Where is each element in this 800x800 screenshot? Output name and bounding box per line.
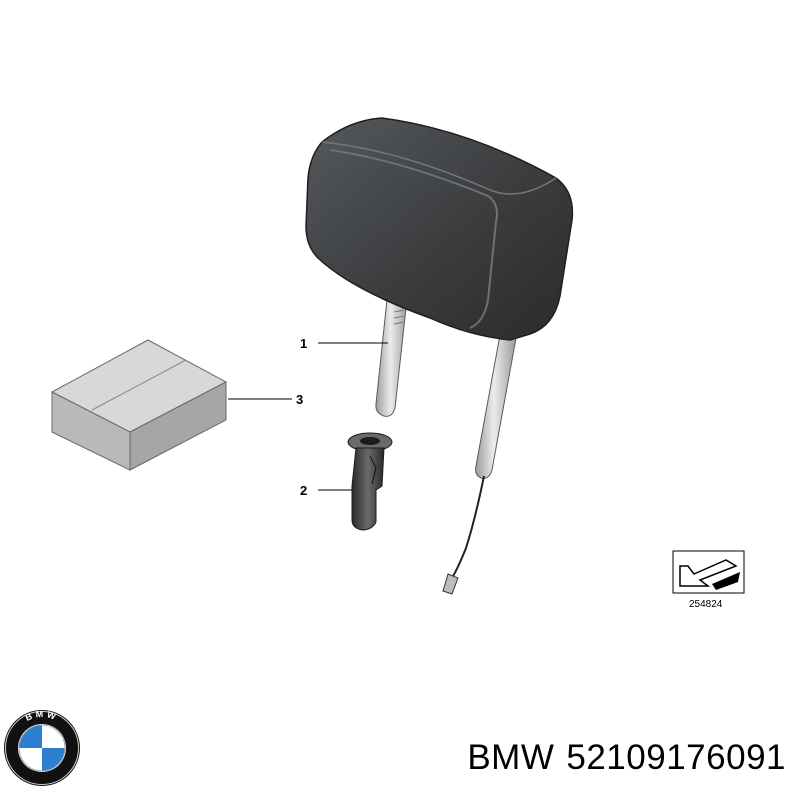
part-number: 52109176091 (566, 738, 786, 777)
brand-name: BMW (467, 738, 555, 777)
bmw-logo-lettering: BMW (24, 709, 60, 723)
bmw-logo-quadrant-white-2 (19, 748, 42, 771)
reference-number: 254824 (689, 599, 723, 610)
part-number-caption: BMW 52109176091 (467, 738, 786, 778)
headrest-top-edge (321, 141, 557, 195)
box-lid-seam (91, 359, 187, 411)
headrest-left-rod (375, 289, 409, 417)
cable-end-fitting (442, 573, 459, 595)
callout-3: 3 (296, 392, 303, 407)
headrest-seam (329, 149, 498, 329)
bmw-logo-quadrant-blue-2 (42, 748, 65, 771)
bmw-logo-quadrant-white-1 (42, 725, 65, 748)
reference-arrow-shadow (712, 572, 740, 590)
callout-1: 1 (300, 336, 307, 351)
headrest-cushion (305, 117, 574, 341)
release-cable (451, 475, 485, 579)
bmw-logo-quadrant-blue-1 (19, 725, 42, 748)
guide-sleeve (347, 432, 393, 531)
box-side (129, 381, 227, 471)
reference-symbol: 254824 (672, 550, 745, 610)
headrest-right-rod (475, 334, 517, 479)
guide-sleeve-hole (360, 437, 380, 445)
callout-2: 2 (300, 483, 307, 498)
accessory-box (50, 339, 228, 471)
bmw-logo: BMW (4, 709, 80, 786)
reference-arrow-icon (679, 559, 738, 587)
guide-sleeve-body (351, 447, 385, 531)
rod-notches (393, 309, 405, 325)
guide-sleeve-clip (369, 455, 377, 485)
headrest (305, 117, 574, 595)
